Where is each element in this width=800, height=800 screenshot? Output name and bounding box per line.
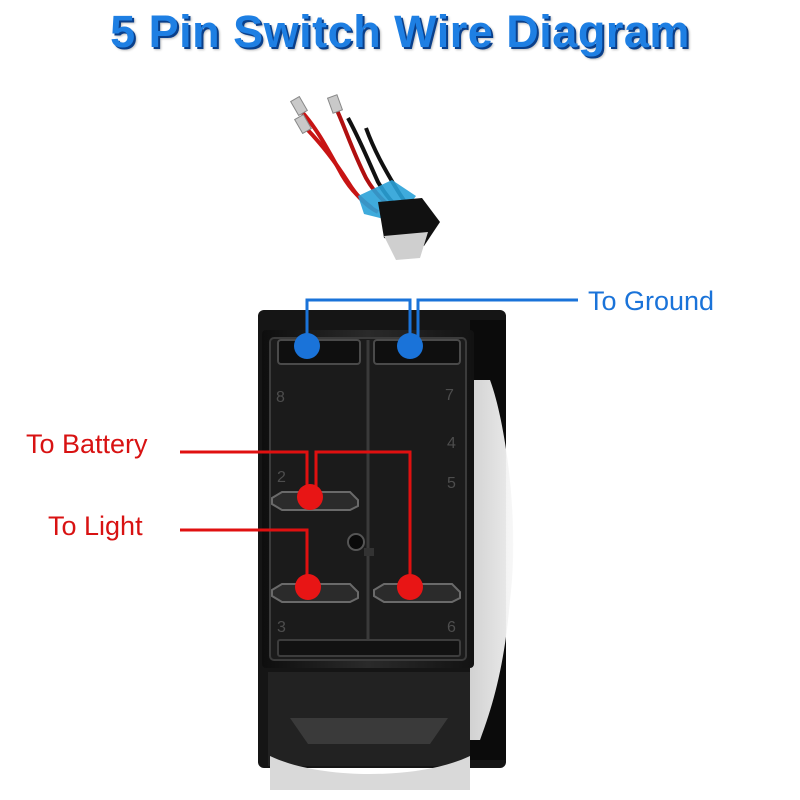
power-wire [180, 450, 412, 585]
rocker-switch-back-icon [258, 310, 514, 790]
pin-number: 4 [447, 435, 456, 452]
pin-number: 6 [447, 619, 456, 636]
battery-pin-dot [397, 574, 423, 600]
light-label: To Light [48, 511, 143, 541]
pin-number: 7 [445, 387, 454, 404]
ground-label: To Ground [588, 286, 714, 316]
ground-wire [305, 298, 578, 345]
battery-label: To Battery [26, 429, 148, 459]
page-title: 5 Pin Switch Wire Diagram [110, 6, 690, 57]
ground-pin-dot [397, 333, 423, 359]
pin-number: 2 [277, 469, 286, 486]
battery-pin-dot [297, 484, 323, 510]
pin-number: 5 [447, 475, 456, 492]
light-pin-dot [295, 574, 321, 600]
pin-number: 8 [276, 389, 285, 406]
ground-pin-dot [294, 333, 320, 359]
pin-number: 3 [277, 619, 286, 636]
pin-numbers: 8 7 4 5 2 3 6 [276, 387, 456, 636]
rocker-switch-with-wires-icon [289, 94, 440, 260]
